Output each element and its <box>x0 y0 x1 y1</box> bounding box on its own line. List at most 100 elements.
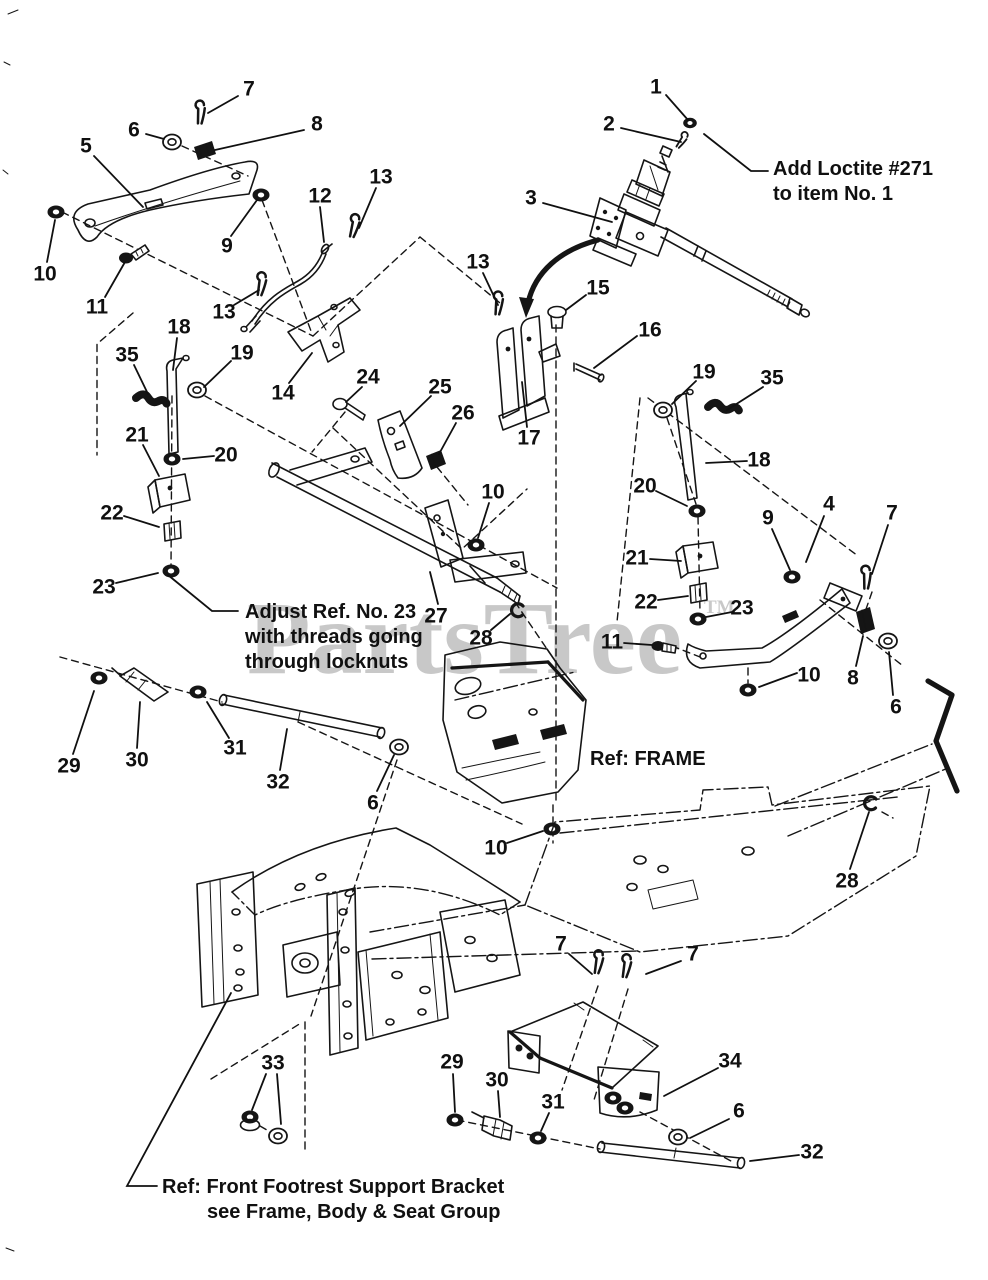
callout-leader <box>46 219 56 263</box>
callout-number: 4 <box>823 493 835 516</box>
nut-31 <box>188 684 208 700</box>
left-channel-bracket <box>196 871 259 1008</box>
callout-leader <box>358 187 377 229</box>
washer-9 <box>251 187 271 203</box>
callout-20: 20 <box>182 444 238 467</box>
right-side-plate <box>439 899 521 993</box>
nut-31 <box>528 1130 548 1146</box>
bottom-adjustment-rod <box>445 1111 746 1170</box>
callout-number: 34 <box>718 1050 742 1073</box>
callout-number: 20 <box>214 444 237 467</box>
callout-number: 13 <box>466 251 489 274</box>
callout-13: 13 <box>212 289 260 324</box>
locknut-23 <box>161 563 181 579</box>
part-17-channel-bracket <box>496 315 561 431</box>
callout-leader <box>182 455 215 460</box>
note-leader <box>167 574 239 612</box>
callout-18: 18 <box>705 449 771 472</box>
callout-number: 31 <box>541 1091 565 1114</box>
callout-number: 12 <box>308 185 331 208</box>
callout-number: 10 <box>484 837 507 860</box>
nut-19 <box>187 381 207 399</box>
callout-7: 7 <box>555 933 593 975</box>
callout-leader <box>172 337 178 371</box>
callout-number: 23 <box>730 597 753 620</box>
callout-leader <box>438 422 457 455</box>
callout-leader <box>568 953 593 975</box>
callout-27: 27 <box>424 571 448 628</box>
callout-number: 6 <box>367 792 379 815</box>
callout-6: 6 <box>128 119 165 142</box>
callout-3: 3 <box>525 187 613 223</box>
callout-number: 32 <box>800 1141 823 1164</box>
callout-31: 31 <box>540 1091 565 1132</box>
washer-6 <box>878 632 898 650</box>
callout-leader <box>93 155 144 208</box>
callout-25: 25 <box>399 376 452 427</box>
nut-20 <box>162 451 182 467</box>
callout-leader <box>319 206 325 243</box>
callout-32: 32 <box>266 728 290 794</box>
bolt-11 <box>651 641 677 654</box>
callout-12: 12 <box>308 185 332 243</box>
callout-5: 5 <box>80 135 144 208</box>
push-cap-15 <box>547 305 567 329</box>
callout-number: 8 <box>847 667 859 690</box>
callout-leader <box>506 830 544 844</box>
callout-leader <box>145 133 165 140</box>
callout-6: 6 <box>367 754 395 815</box>
washer-6 <box>162 133 182 151</box>
callout-number: 20 <box>633 475 656 498</box>
callout-leader <box>133 364 149 395</box>
callout-32: 32 <box>749 1141 824 1164</box>
callout-35: 35 <box>726 367 784 411</box>
callout-number: 6 <box>890 696 902 719</box>
callout-number: 29 <box>440 1051 463 1074</box>
callout-number: 27 <box>424 605 447 628</box>
callout-35: 35 <box>115 344 149 395</box>
callout-number: 26 <box>451 402 474 425</box>
callout-number: 10 <box>797 664 820 687</box>
callout-leader <box>251 1073 267 1111</box>
callout-7: 7 <box>207 78 255 114</box>
washer-9 <box>782 569 802 585</box>
callout-leader <box>123 515 160 528</box>
callout-number: 9 <box>762 507 774 530</box>
callout-number: 31 <box>223 737 247 760</box>
callout-number: 10 <box>481 481 504 504</box>
callout-leader <box>214 129 305 151</box>
callout-19: 19 <box>203 342 254 388</box>
callout-leader <box>376 754 395 792</box>
callout-number: 7 <box>243 78 255 101</box>
callout-number: 23 <box>92 576 115 599</box>
callout-number: 33 <box>261 1052 284 1075</box>
footrest-support-assembly <box>196 827 521 1145</box>
callout-leader <box>345 386 363 403</box>
callout-23: 23 <box>92 572 159 599</box>
callout-number: 11 <box>601 631 624 654</box>
bushing-22 <box>689 582 708 604</box>
callout-leader <box>645 960 682 975</box>
callout-4: 4 <box>805 493 835 563</box>
callout-8: 8 <box>214 113 323 151</box>
callout-leader <box>490 613 511 631</box>
callout-leader <box>497 1090 501 1118</box>
bushing-26 <box>426 450 446 470</box>
nut-29 <box>89 670 109 686</box>
part-3-actuator <box>519 117 811 318</box>
frame-reference-plate <box>442 602 587 837</box>
bolt-24 <box>332 397 366 421</box>
note-ref-frame: Ref: FRAME <box>590 748 706 770</box>
callout-leader <box>888 651 894 696</box>
callout-leader <box>477 502 490 539</box>
callout-leader <box>230 199 258 237</box>
motion-arrow <box>525 237 601 306</box>
frame-rail-break <box>925 678 960 794</box>
callout-10: 10 <box>758 664 821 688</box>
callout-number: 16 <box>638 319 661 342</box>
callout-7: 7 <box>645 943 699 975</box>
